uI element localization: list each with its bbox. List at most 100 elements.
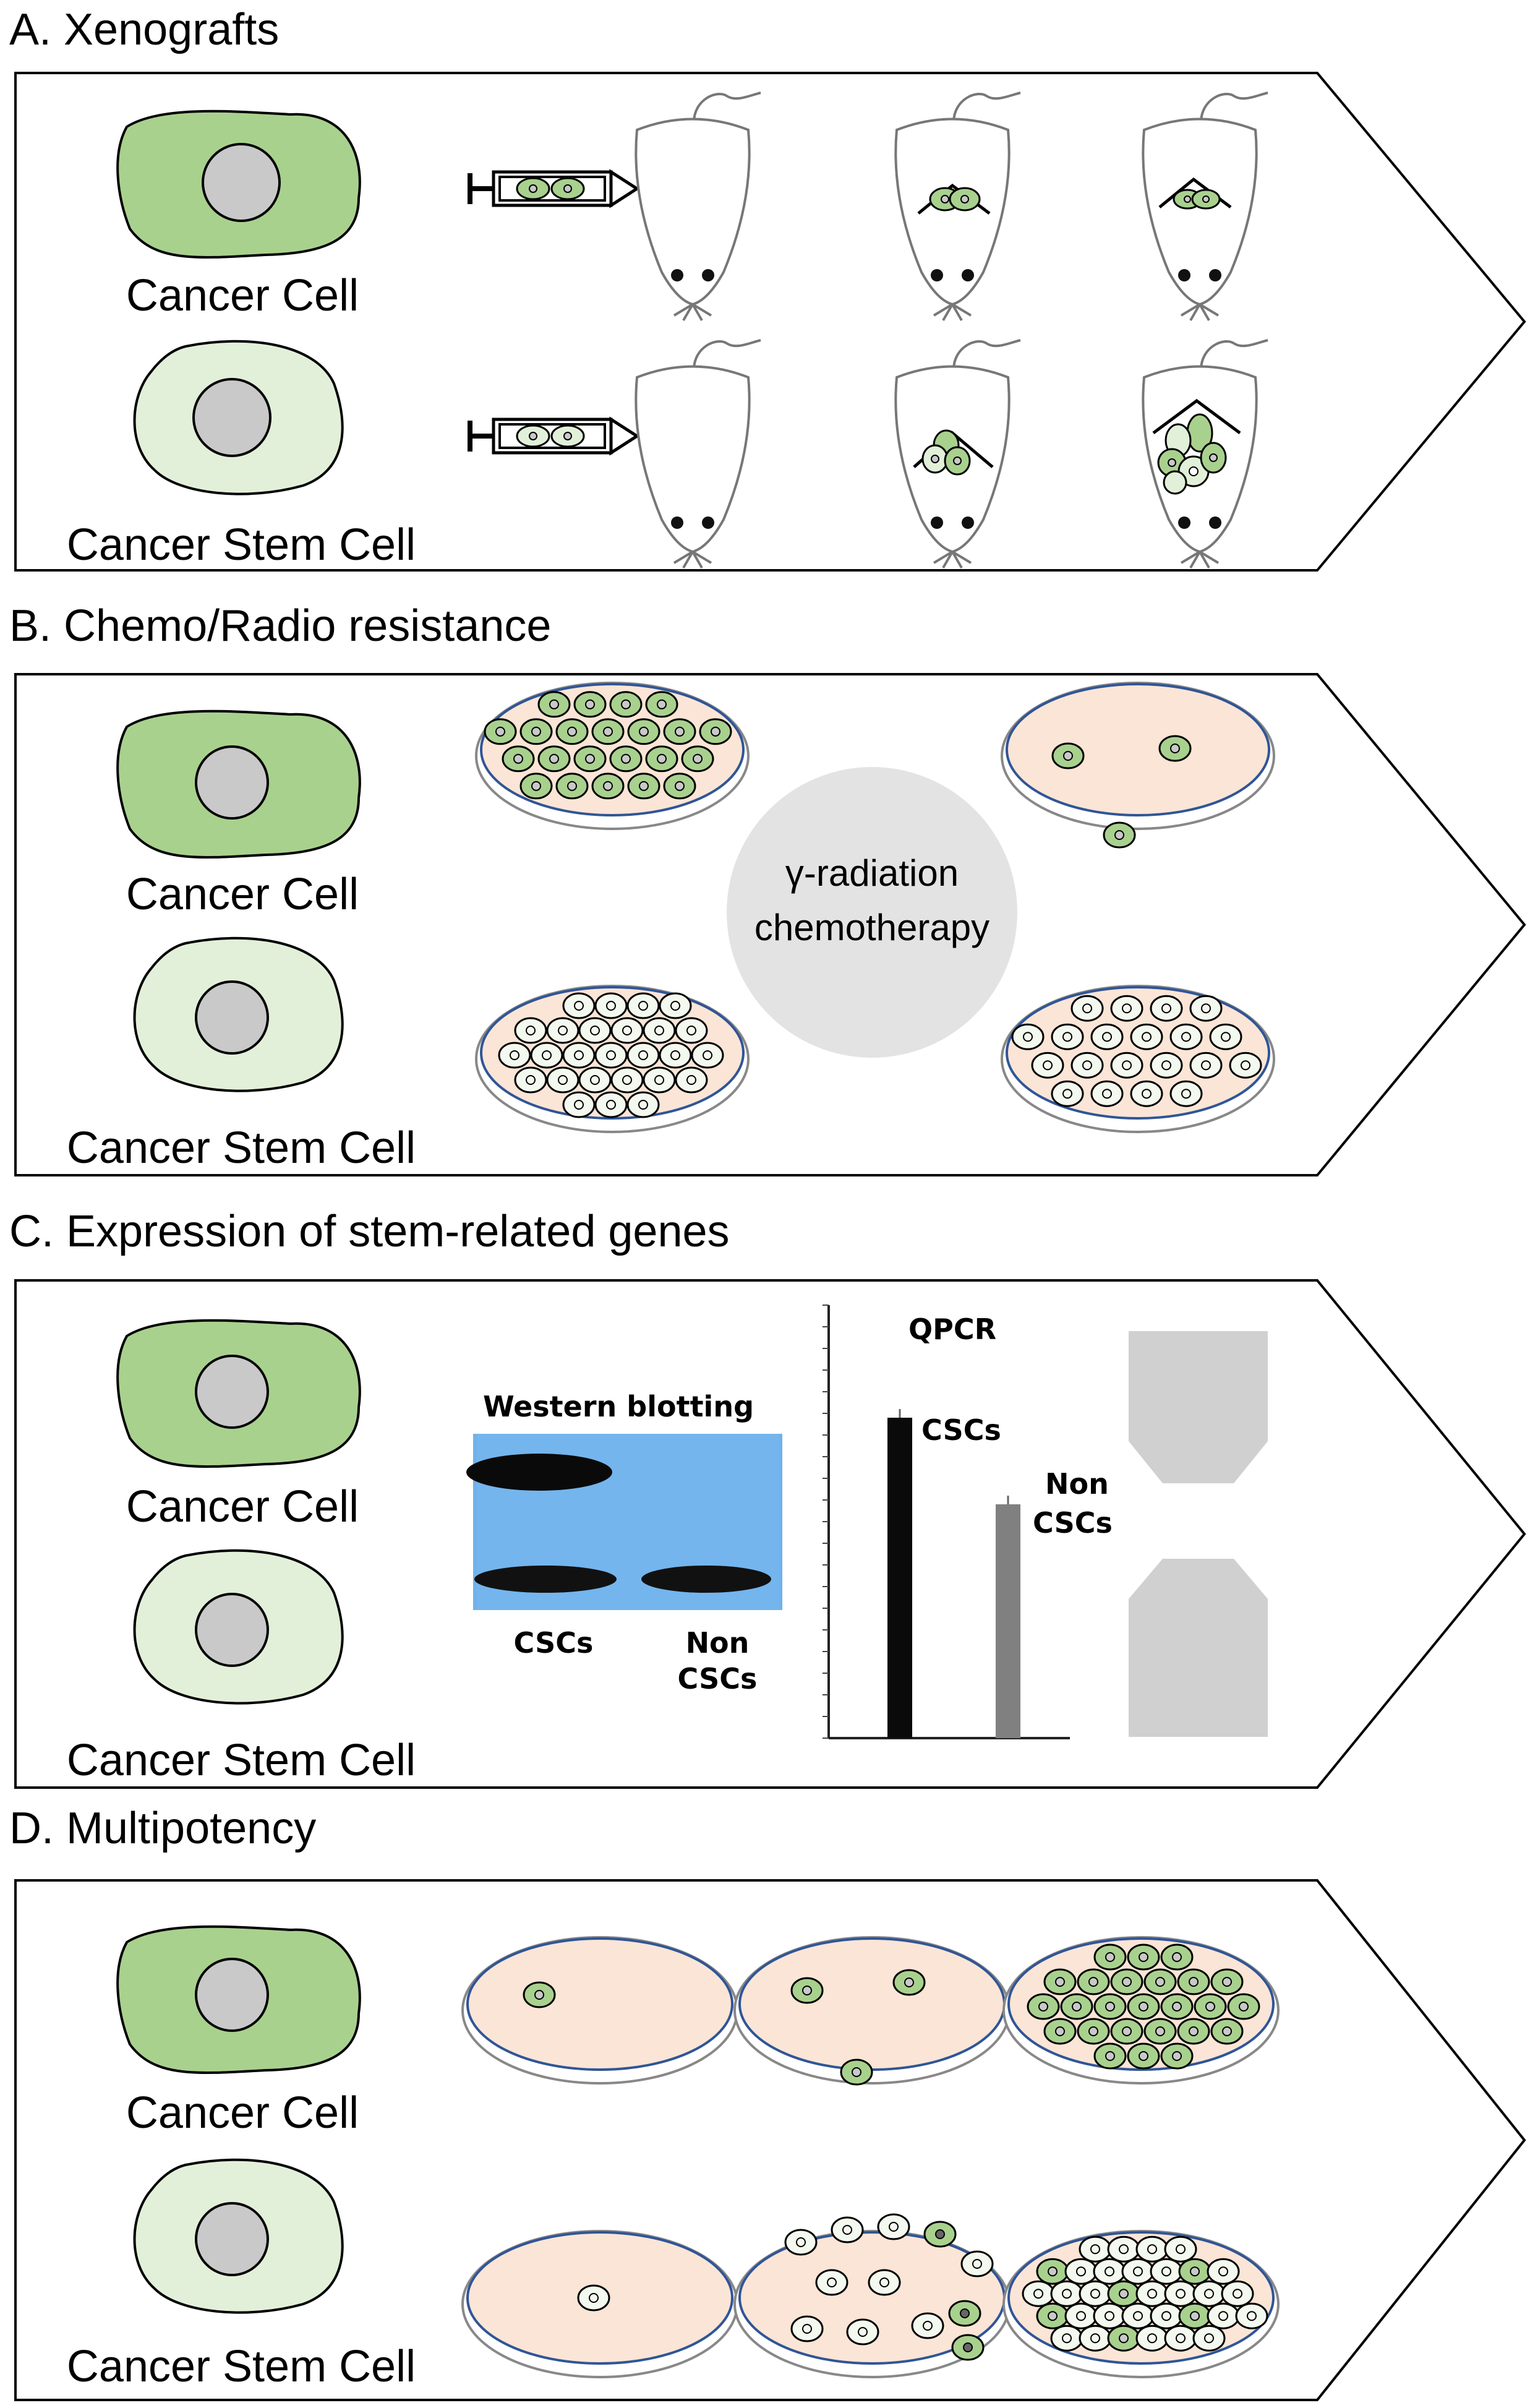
- dish-cell: [1051, 742, 1085, 769]
- dish-cell: [1143, 2018, 1177, 2045]
- dish-cell: [1093, 1943, 1127, 1971]
- dish-cell: [609, 691, 643, 718]
- qpcr-title: QPCR: [908, 1313, 996, 1346]
- nucleus: [195, 980, 269, 1055]
- dish-cell: [663, 718, 696, 745]
- dish-cell: [1164, 2280, 1197, 2307]
- dish-cell: [1135, 2280, 1169, 2307]
- dish-cell: [1036, 2302, 1069, 2329]
- dish-cell: [1192, 2324, 1226, 2352]
- western-title: Western blotting: [483, 1390, 754, 1423]
- treatment-line-1: γ-radiation: [785, 852, 959, 894]
- dish-cell: [960, 2250, 994, 2277]
- dish-cell: [555, 718, 589, 745]
- dish-cell: [1064, 2302, 1098, 2329]
- dish-cell: [555, 773, 589, 800]
- dish-cell: [1158, 735, 1192, 762]
- dish-cell: [1110, 1968, 1143, 1995]
- dish-cell: [1160, 2042, 1194, 2070]
- dish-cell: [484, 718, 517, 745]
- dish-cell: [1071, 995, 1104, 1022]
- western-lane-1: CSCs: [514, 1626, 594, 1660]
- dish-cell: [1093, 1993, 1127, 2020]
- dish-cell: [643, 1017, 676, 1044]
- dish-cell: [562, 1042, 596, 1069]
- dish-cell: [951, 2334, 985, 2361]
- western-lane-2-line-2: CSCs: [678, 1662, 758, 1695]
- dish-cell: [627, 773, 660, 800]
- dish-cell: [1189, 995, 1223, 1022]
- dish-d1: [461, 1936, 738, 2085]
- syringe-cancer-cells: [470, 172, 668, 205]
- dish-cell: [1110, 2018, 1143, 2045]
- dish-cell: [562, 992, 596, 1019]
- dish-cell: [591, 773, 625, 800]
- panel-b-title: B. Chemo/Radio resistance: [9, 601, 551, 651]
- panel-b-stem-cell: [133, 936, 344, 1092]
- medium-tumor-a5: [913, 429, 994, 476]
- dish-cell: [626, 1091, 660, 1118]
- dish-cell: [1194, 1993, 1227, 2020]
- dish-cell: [626, 1042, 660, 1069]
- panel-c-stem-cell: [133, 1549, 344, 1705]
- syringe-stem-cells: [470, 419, 668, 453]
- dish-cell: [594, 1042, 628, 1069]
- dish-cell: [691, 1042, 724, 1069]
- panel-a: A. Xenografts Cancer Cell Cancer Stem Ce…: [9, 5, 1526, 572]
- dish-cell: [1107, 2235, 1140, 2263]
- panel-d-cancer-cell-label: Cancer Cell: [126, 2088, 359, 2138]
- dish-cell: [1177, 1968, 1210, 1995]
- western-blot: [466, 1434, 782, 1610]
- qpcr-bar-1-label: CSCs: [921, 1413, 1001, 1447]
- dish-cell: [1107, 2324, 1140, 2352]
- dish-cell: [1210, 2018, 1244, 2045]
- dish-cell: [1169, 1080, 1203, 1107]
- dish-cell: [892, 1969, 926, 1996]
- dish-cell: [1043, 2018, 1077, 2045]
- dish-cell: [659, 992, 692, 1019]
- blot-band-lower-non-csc: [641, 1566, 771, 1593]
- dish-cell: [523, 1981, 556, 2008]
- dish-cell: [1192, 2280, 1226, 2307]
- qpcr-bar-2-label-line-2: CSCs: [1033, 1506, 1113, 1540]
- dish-cell: [659, 1042, 692, 1069]
- western-lane-2-line-1: Non: [686, 1626, 750, 1660]
- dish-cell: [1051, 1023, 1084, 1050]
- panel-d: D. Multipotency Cancer Cell Cancer Stem …: [9, 1804, 1526, 2401]
- panel-a-stem-cell-label: Cancer Stem Cell: [67, 520, 416, 570]
- nucleus: [195, 2202, 269, 2276]
- dish-cell: [784, 2229, 818, 2256]
- dish-cell: [1079, 2280, 1112, 2307]
- panel-a-cancer-cell-label: Cancer Cell: [126, 271, 359, 320]
- dish-cell: [610, 1066, 644, 1094]
- panel-b: B. Chemo/Radio resistance Cancer Cell Ca…: [9, 601, 1526, 1176]
- dish-cell: [578, 1066, 612, 1094]
- dish-cell: [1143, 1968, 1177, 1995]
- dish-cell: [1207, 2258, 1240, 2285]
- dish-cell: [1011, 1023, 1045, 1050]
- dish-cell: [1227, 1993, 1260, 2020]
- dish-cell: [594, 992, 628, 1019]
- dish-cell: [530, 1042, 563, 1069]
- dish-cell: [1150, 995, 1183, 1022]
- dish-cell: [1110, 1052, 1143, 1079]
- dish-cell: [1229, 1052, 1262, 1079]
- dish-cell: [546, 1066, 579, 1094]
- dish-cell: [790, 1977, 824, 2004]
- nucleus: [195, 1355, 269, 1429]
- dish-cell: [594, 1091, 628, 1118]
- panel-c: C. Expression of stem-related genes Canc…: [9, 1207, 1526, 1789]
- dish-cell: [1164, 2324, 1197, 2352]
- dish-cell: [1079, 2235, 1112, 2263]
- dish-cell: [877, 2213, 910, 2240]
- panel-b-stem-cell-label: Cancer Stem Cell: [67, 1123, 416, 1173]
- qpcr-bar-2-label-line-1: Non: [1045, 1467, 1109, 1501]
- dish-cell: [911, 2312, 944, 2339]
- dish-cell: [663, 773, 696, 800]
- dish-cell: [1135, 2324, 1169, 2352]
- dish-cell: [573, 691, 607, 718]
- panel-a-cancer-cell: [116, 109, 361, 259]
- panel-b-cancer-cell: [116, 709, 361, 859]
- dish-cell: [577, 2284, 610, 2312]
